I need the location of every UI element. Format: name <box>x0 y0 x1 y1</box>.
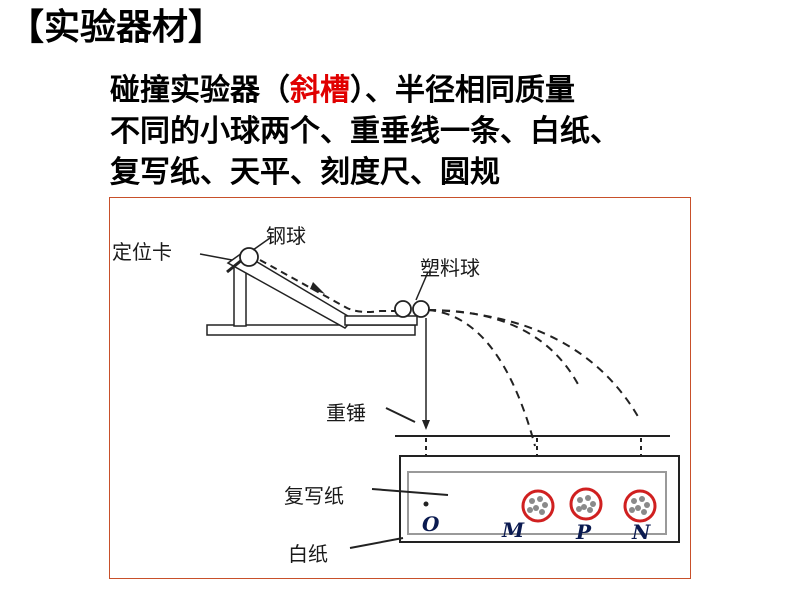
equipment-description: 碰撞实验器（斜槽）、半径相同质量 不同的小球两个、重垂线一条、白纸、 复写纸、天… <box>110 70 620 193</box>
apparatus-figure: 定位卡 钢球 塑料球 重锤 复写纸 白纸 O M P N <box>109 197 691 579</box>
leader-carbon-paper <box>371 488 449 496</box>
label-steel-ball: 钢球 <box>266 224 306 248</box>
impact-circle-p <box>569 487 603 521</box>
base-board <box>206 324 416 336</box>
carbon-paper <box>407 471 667 535</box>
apparatus-diagram <box>199 237 680 549</box>
label-plastic-ball: 塑料球 <box>420 256 480 280</box>
plastic-ball-2 <box>412 300 430 318</box>
point-n-label: N <box>632 520 651 544</box>
leader-plumb <box>385 407 416 423</box>
trajectory-n <box>427 309 641 421</box>
steel-ball <box>239 247 259 267</box>
impact-marks-n <box>629 496 650 515</box>
ball-path <box>259 259 395 313</box>
leader-white-paper <box>349 537 404 549</box>
description-line-2: 不同的小球两个、重垂线一条、白纸、 <box>110 114 620 149</box>
point-m-label: M <box>502 518 525 542</box>
label-white-paper: 白纸 <box>288 542 328 566</box>
impact-marks-m <box>527 496 548 515</box>
highlight-chute: 斜槽 <box>290 73 350 108</box>
impact-marks-p <box>576 495 596 513</box>
description-line-3: 复写纸、天平、刻度尺、圆规 <box>110 155 500 190</box>
point-p-label: P <box>576 520 592 544</box>
section-heading: 【实验器材】 <box>8 7 225 48</box>
path-arrow <box>310 282 325 294</box>
leader-locator <box>199 253 233 261</box>
label-plumb: 重锤 <box>326 401 366 425</box>
trajectory-m <box>427 309 536 447</box>
description-text: 碰撞实验器（ <box>110 73 290 108</box>
description-text: ）、半径相同质量 <box>350 73 575 108</box>
label-carbon-paper: 复写纸 <box>284 484 344 508</box>
trajectory-p <box>427 309 581 389</box>
chute-end <box>344 315 418 326</box>
description-line-1: 碰撞实验器（斜槽）、半径相同质量 <box>110 70 620 111</box>
plastic-ball-1 <box>394 300 412 318</box>
plumb-weight <box>422 420 430 430</box>
point-o-dot <box>423 501 429 507</box>
label-locator: 定位卡 <box>112 240 172 264</box>
leader-steel-ball <box>252 237 271 251</box>
leader-plastic-ball <box>415 271 429 301</box>
point-o-label: O <box>422 512 440 536</box>
